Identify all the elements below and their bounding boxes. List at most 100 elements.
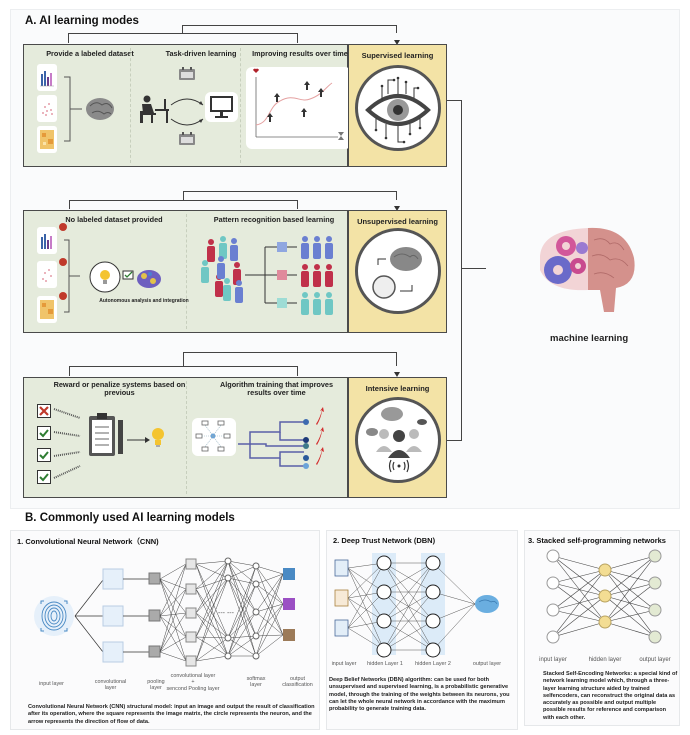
dataset-bracket [64,76,82,142]
growth-arrow-icon [316,407,324,465]
network-edge [552,582,606,597]
bar-chart-thumbnail [37,227,57,254]
cell-title: No labeled dataset provided [65,215,163,224]
supervised-learning-box: Supervised learning [348,44,447,167]
network-edge [383,562,434,593]
layer-label: hidden Layer 1 [367,661,403,667]
progress-chart [253,68,344,140]
network-edge [227,560,257,637]
progress-chart-tile [246,67,351,149]
network-edge [227,560,257,613]
result-title: Supervised learning [361,51,434,60]
supervised-process-row: Provide a labeled dataset Task-driven le… [23,44,351,167]
network-edge [227,577,257,657]
network-edge [159,588,187,617]
curved-arrow [170,98,204,106]
pattern-recognition-graphic [201,236,333,315]
network-edge [227,560,257,657]
network-edge [604,555,656,597]
network-edge [195,560,229,614]
fingerprint-icon [34,596,74,636]
network-edge [195,612,229,639]
mixed-crowd-icon [201,236,243,303]
alert-badge-icon [59,223,67,231]
intensive-process-row: Reward or penalize systems based on prev… [23,377,348,498]
cell-title: Reward or penalize systems based on prev… [53,380,186,398]
dbn-title: 2. Deep Trust Network (DBN) [333,536,436,545]
pooling-node [148,645,161,658]
network-edge [195,577,229,614]
network-edge [159,615,187,662]
unsupervised-learning-box: Unsupervised learning [348,210,447,333]
layer-label: output layer [639,657,671,663]
network-edge [432,562,476,605]
brain-output-icon [475,595,499,613]
layer-label: output layer [472,661,502,667]
curved-arrow [170,118,204,126]
heatmap-thumbnail [37,296,57,323]
network-edge [195,560,229,662]
cnn-panel: 1. Convolutional Neural Network（CNN) ---… [10,530,320,730]
network-edge [159,612,187,617]
calendar-icon [179,132,195,145]
network-edge [552,555,606,623]
cnn-diagram: --- --- [34,557,295,667]
divider [186,381,187,494]
lightbulb-icon [152,428,164,447]
network-edge [255,573,284,637]
clipboard-icon [89,413,123,456]
network-edge [255,565,284,605]
category-box [277,298,287,308]
network-edge [195,637,229,662]
network-edge [195,563,229,657]
autonomous-caption: Autonomous analysis and integration [99,298,189,304]
network-edge [227,565,257,657]
network-edge [195,560,229,590]
cell-title: Provide a labeled dataset [46,49,134,58]
network-edge [227,565,257,579]
alert-badge-icon [59,258,67,266]
calendar-icon [179,67,195,80]
network-edge [227,611,257,657]
network-edge [255,603,284,657]
network-edge [195,577,229,638]
layer-label-line: layer [104,685,117,692]
network-edge [227,577,257,613]
network-edge [552,621,606,638]
layer-label-line: classification [282,682,313,689]
cell-title: Task-driven learning [165,49,237,58]
network-edge [195,563,229,579]
layer-label: input layer [39,681,64,687]
network-edge [552,569,606,584]
up-arrow-icon [301,108,307,117]
pooling-node [148,572,161,585]
section-a-title: A. AI learning modes [25,15,139,27]
network-edge [432,603,476,651]
computer-network-icon [195,420,231,452]
network-edge [604,569,656,638]
alert-badge-icon [59,292,67,300]
dbn-diagram [334,553,499,658]
network-edge [604,621,656,638]
network-edge [432,603,476,622]
network-edge [255,573,284,657]
network-tile [192,418,236,456]
network-edge [552,609,606,623]
layer-label-line: layer [250,682,262,689]
network-edge [159,563,187,580]
machine-learning-label: machine learning [550,333,629,344]
network-edge [255,573,284,613]
network-edge [195,636,229,657]
network-edge [604,609,656,623]
layer-label: hidden layer [588,657,622,663]
network-edge [604,555,656,623]
scatter-thumbnail [37,261,57,288]
network-edge [159,578,187,614]
conv-feature-map [102,568,124,590]
network-edge [255,573,284,585]
dataset-bracket [64,239,80,313]
layer-label: input layer [539,657,567,663]
